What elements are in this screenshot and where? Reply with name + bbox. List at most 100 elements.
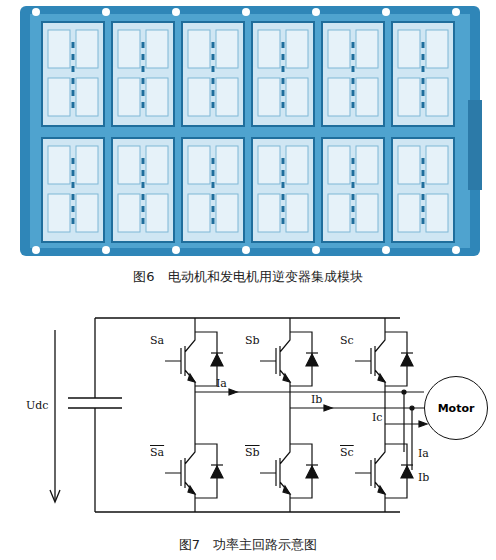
bond-wire xyxy=(142,102,145,108)
chip xyxy=(118,78,140,116)
diode-wire xyxy=(290,332,312,386)
bond-wire xyxy=(212,66,215,72)
diode-wire xyxy=(385,332,407,386)
bond-wire xyxy=(142,78,145,84)
chip xyxy=(76,30,98,68)
igbt-cell xyxy=(182,22,244,126)
current-label: Ib xyxy=(418,472,429,484)
emitter-arrow xyxy=(188,486,195,494)
dc-rail xyxy=(95,318,400,512)
bond-wire xyxy=(422,102,425,108)
diode-bar xyxy=(306,464,318,465)
igbt-cell xyxy=(252,138,314,242)
current-arrow xyxy=(419,421,427,427)
bond-wire xyxy=(352,218,355,224)
current-arrow xyxy=(229,389,237,395)
bond-wire xyxy=(212,102,215,108)
voltage-arrow xyxy=(54,330,55,500)
bond-wire xyxy=(282,206,285,212)
chip xyxy=(398,146,420,184)
bond-wire xyxy=(282,102,285,108)
mount-hole xyxy=(172,246,180,254)
chip xyxy=(328,30,350,68)
bond-wire xyxy=(72,78,75,84)
bond-wire xyxy=(352,206,355,212)
bond-wire xyxy=(422,218,425,224)
chip xyxy=(356,78,378,116)
mount-hole xyxy=(312,246,320,254)
chip xyxy=(118,146,140,184)
chip xyxy=(398,30,420,68)
bond-wire xyxy=(212,90,215,96)
mount-hole xyxy=(382,8,390,16)
chip xyxy=(118,194,140,232)
bond-wire xyxy=(142,182,145,188)
mount-hole xyxy=(172,8,180,16)
mount-hole xyxy=(102,8,110,16)
igbt-cell xyxy=(392,22,454,126)
bond-wire xyxy=(212,54,215,60)
bond-wire xyxy=(422,158,425,164)
igbt-cell xyxy=(322,22,384,126)
bond-wire xyxy=(212,194,215,200)
mount-hole xyxy=(102,246,110,254)
chip xyxy=(398,78,420,116)
bond-wire xyxy=(282,90,285,96)
bond-wire xyxy=(72,158,75,164)
igbt-symbol xyxy=(165,430,195,512)
igbt-cell xyxy=(252,22,314,126)
chip xyxy=(48,146,70,184)
bond-wire xyxy=(142,66,145,72)
bond-wire xyxy=(142,54,145,60)
chip xyxy=(426,78,448,116)
mount-hole xyxy=(242,246,250,254)
switch-label: Sb xyxy=(245,335,260,347)
chip xyxy=(76,194,98,232)
chip xyxy=(286,30,308,68)
chip xyxy=(258,194,280,232)
bond-wire xyxy=(72,194,75,200)
current-arrow xyxy=(324,405,332,411)
bond-wire xyxy=(352,78,355,84)
mount-hole xyxy=(32,246,40,254)
bond-wire xyxy=(212,206,215,212)
bond-wire xyxy=(282,182,285,188)
diode-bar xyxy=(306,352,318,353)
sense-wire xyxy=(404,392,412,470)
chip xyxy=(426,146,448,184)
bond-wire xyxy=(72,170,75,176)
current-label: Ia xyxy=(418,448,429,460)
bond-wire xyxy=(72,206,75,212)
chip xyxy=(328,194,350,232)
chip xyxy=(356,146,378,184)
emitter-arrow xyxy=(378,486,385,494)
bond-wire xyxy=(422,206,425,212)
current-label: Ic xyxy=(372,412,383,424)
diode-wire xyxy=(195,444,217,498)
bond-wire xyxy=(282,42,285,48)
diode-wire xyxy=(290,444,312,498)
chip xyxy=(356,194,378,232)
emitter-arrow xyxy=(283,374,290,382)
chip xyxy=(146,30,168,68)
chip xyxy=(286,146,308,184)
bond-wire xyxy=(422,54,425,60)
module-inner xyxy=(30,14,470,248)
voltage-label: Udc xyxy=(26,400,48,412)
diode-symbol xyxy=(211,354,223,366)
module-connector xyxy=(468,100,482,190)
diode-wire xyxy=(385,444,407,498)
bond-wire xyxy=(72,42,75,48)
igbt-symbol xyxy=(355,318,385,424)
bond-wire xyxy=(282,66,285,72)
chip xyxy=(398,194,420,232)
chip xyxy=(76,146,98,184)
bond-wire xyxy=(72,218,75,224)
bond-wire xyxy=(72,102,75,108)
igbt-symbol xyxy=(260,318,290,408)
emitter-arrow xyxy=(283,486,290,494)
chip xyxy=(48,30,70,68)
bond-wire xyxy=(422,66,425,72)
module-photo xyxy=(0,0,496,270)
bond-wire xyxy=(142,90,145,96)
